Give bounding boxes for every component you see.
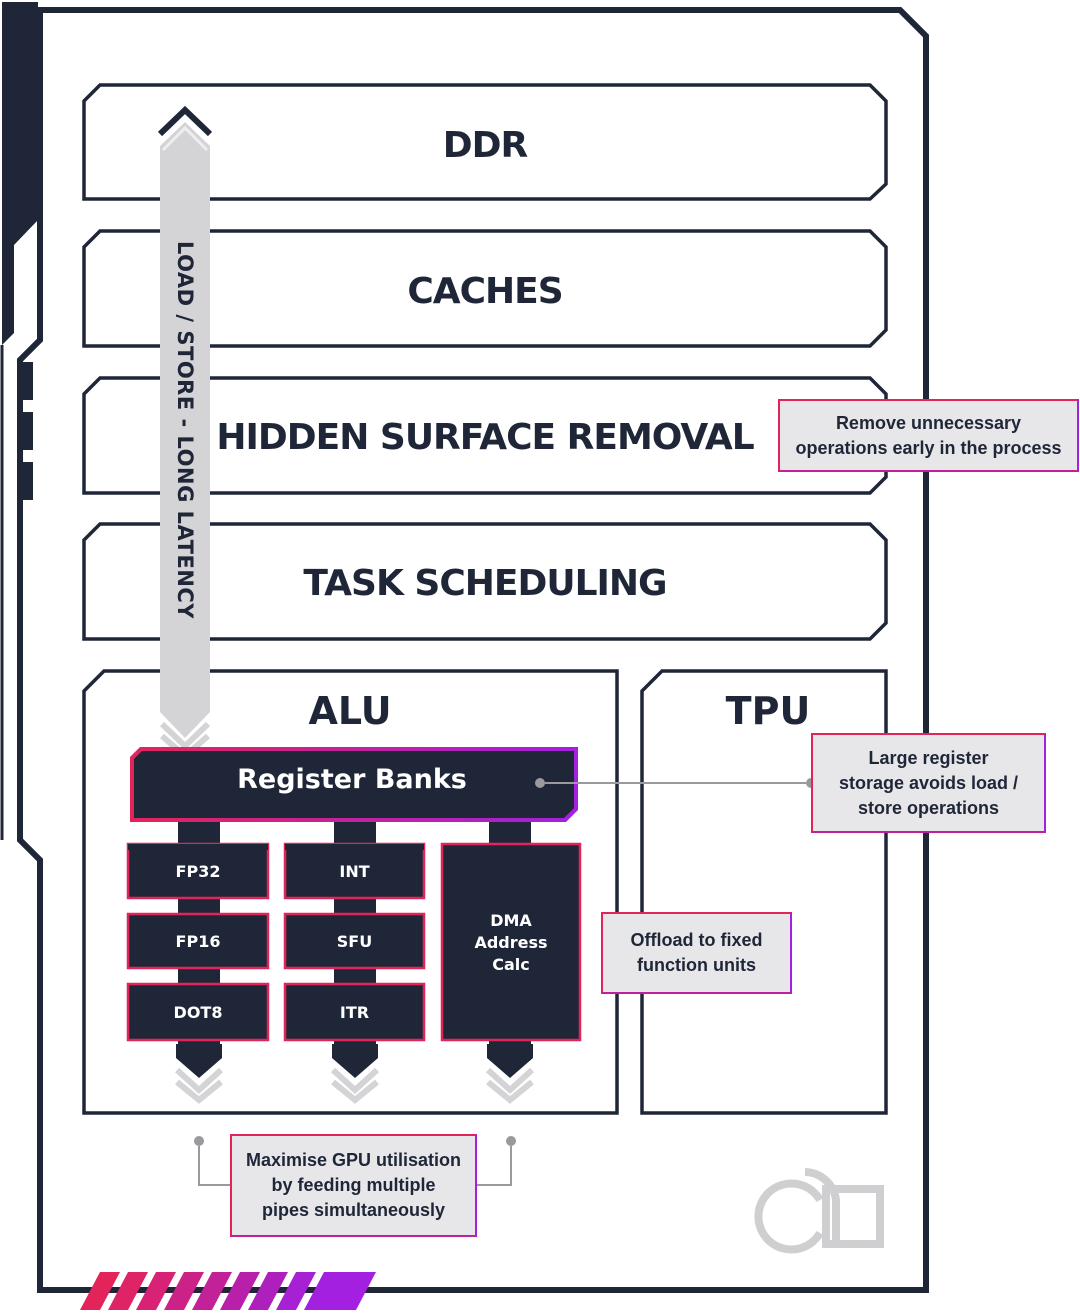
latency-arrow: [157, 105, 213, 760]
caches-title: CACHES: [407, 271, 563, 312]
itr-label: ITR: [339, 1003, 370, 1022]
fp16-box: [126, 912, 270, 970]
callout-utilisation: Maximise GPU utilisation by feeding mult…: [230, 1134, 477, 1237]
task-scheduling-title: TASK SCHEDULING: [303, 563, 667, 604]
chevron-down-icon: [159, 721, 211, 751]
chevron-up-icon: [161, 125, 209, 152]
dot8-box: [126, 982, 270, 1042]
dma-label: DMA Address Calc: [474, 911, 548, 974]
sfu-label: SFU: [336, 932, 373, 951]
sfu-box: [283, 912, 426, 970]
callout-hsr: Remove unnecessary operations early in t…: [778, 399, 1079, 472]
register-banks-block: [130, 747, 816, 822]
caches-box: [82, 229, 888, 348]
task-scheduling-box: [82, 522, 888, 641]
callout-register: Large register storage avoids load / sto…: [811, 733, 1046, 833]
alu-box: [82, 669, 619, 1115]
tpu-box: [640, 669, 888, 1115]
unit-columns: [126, 822, 582, 1104]
fp32-label: FP32: [175, 862, 221, 881]
tpu-title: TPU: [725, 689, 811, 733]
callout-fixed-function: Offload to fixed function units: [601, 912, 792, 994]
register-connector-dot: [535, 778, 545, 788]
fp16-label: FP16: [175, 932, 221, 951]
itr-box: [283, 982, 426, 1042]
dma-box: [440, 842, 582, 1042]
ddr-box: [82, 83, 888, 201]
logo-icon: [754, 1168, 884, 1254]
register-banks-label: Register Banks: [237, 764, 467, 795]
dot8-label: DOT8: [173, 1003, 223, 1022]
stripe-accent: [80, 1272, 376, 1310]
ddr-title: DDR: [442, 125, 529, 166]
hsr-box: [82, 376, 888, 495]
alu-title: ALU: [308, 689, 392, 733]
int-label: INT: [339, 862, 370, 881]
hsr-title: HIDDEN SURFACE REMOVAL: [216, 417, 754, 458]
utilisation-connector: [194, 1136, 516, 1186]
layer-boxes: [82, 83, 888, 1115]
outer-frame: [0, 2, 929, 1293]
